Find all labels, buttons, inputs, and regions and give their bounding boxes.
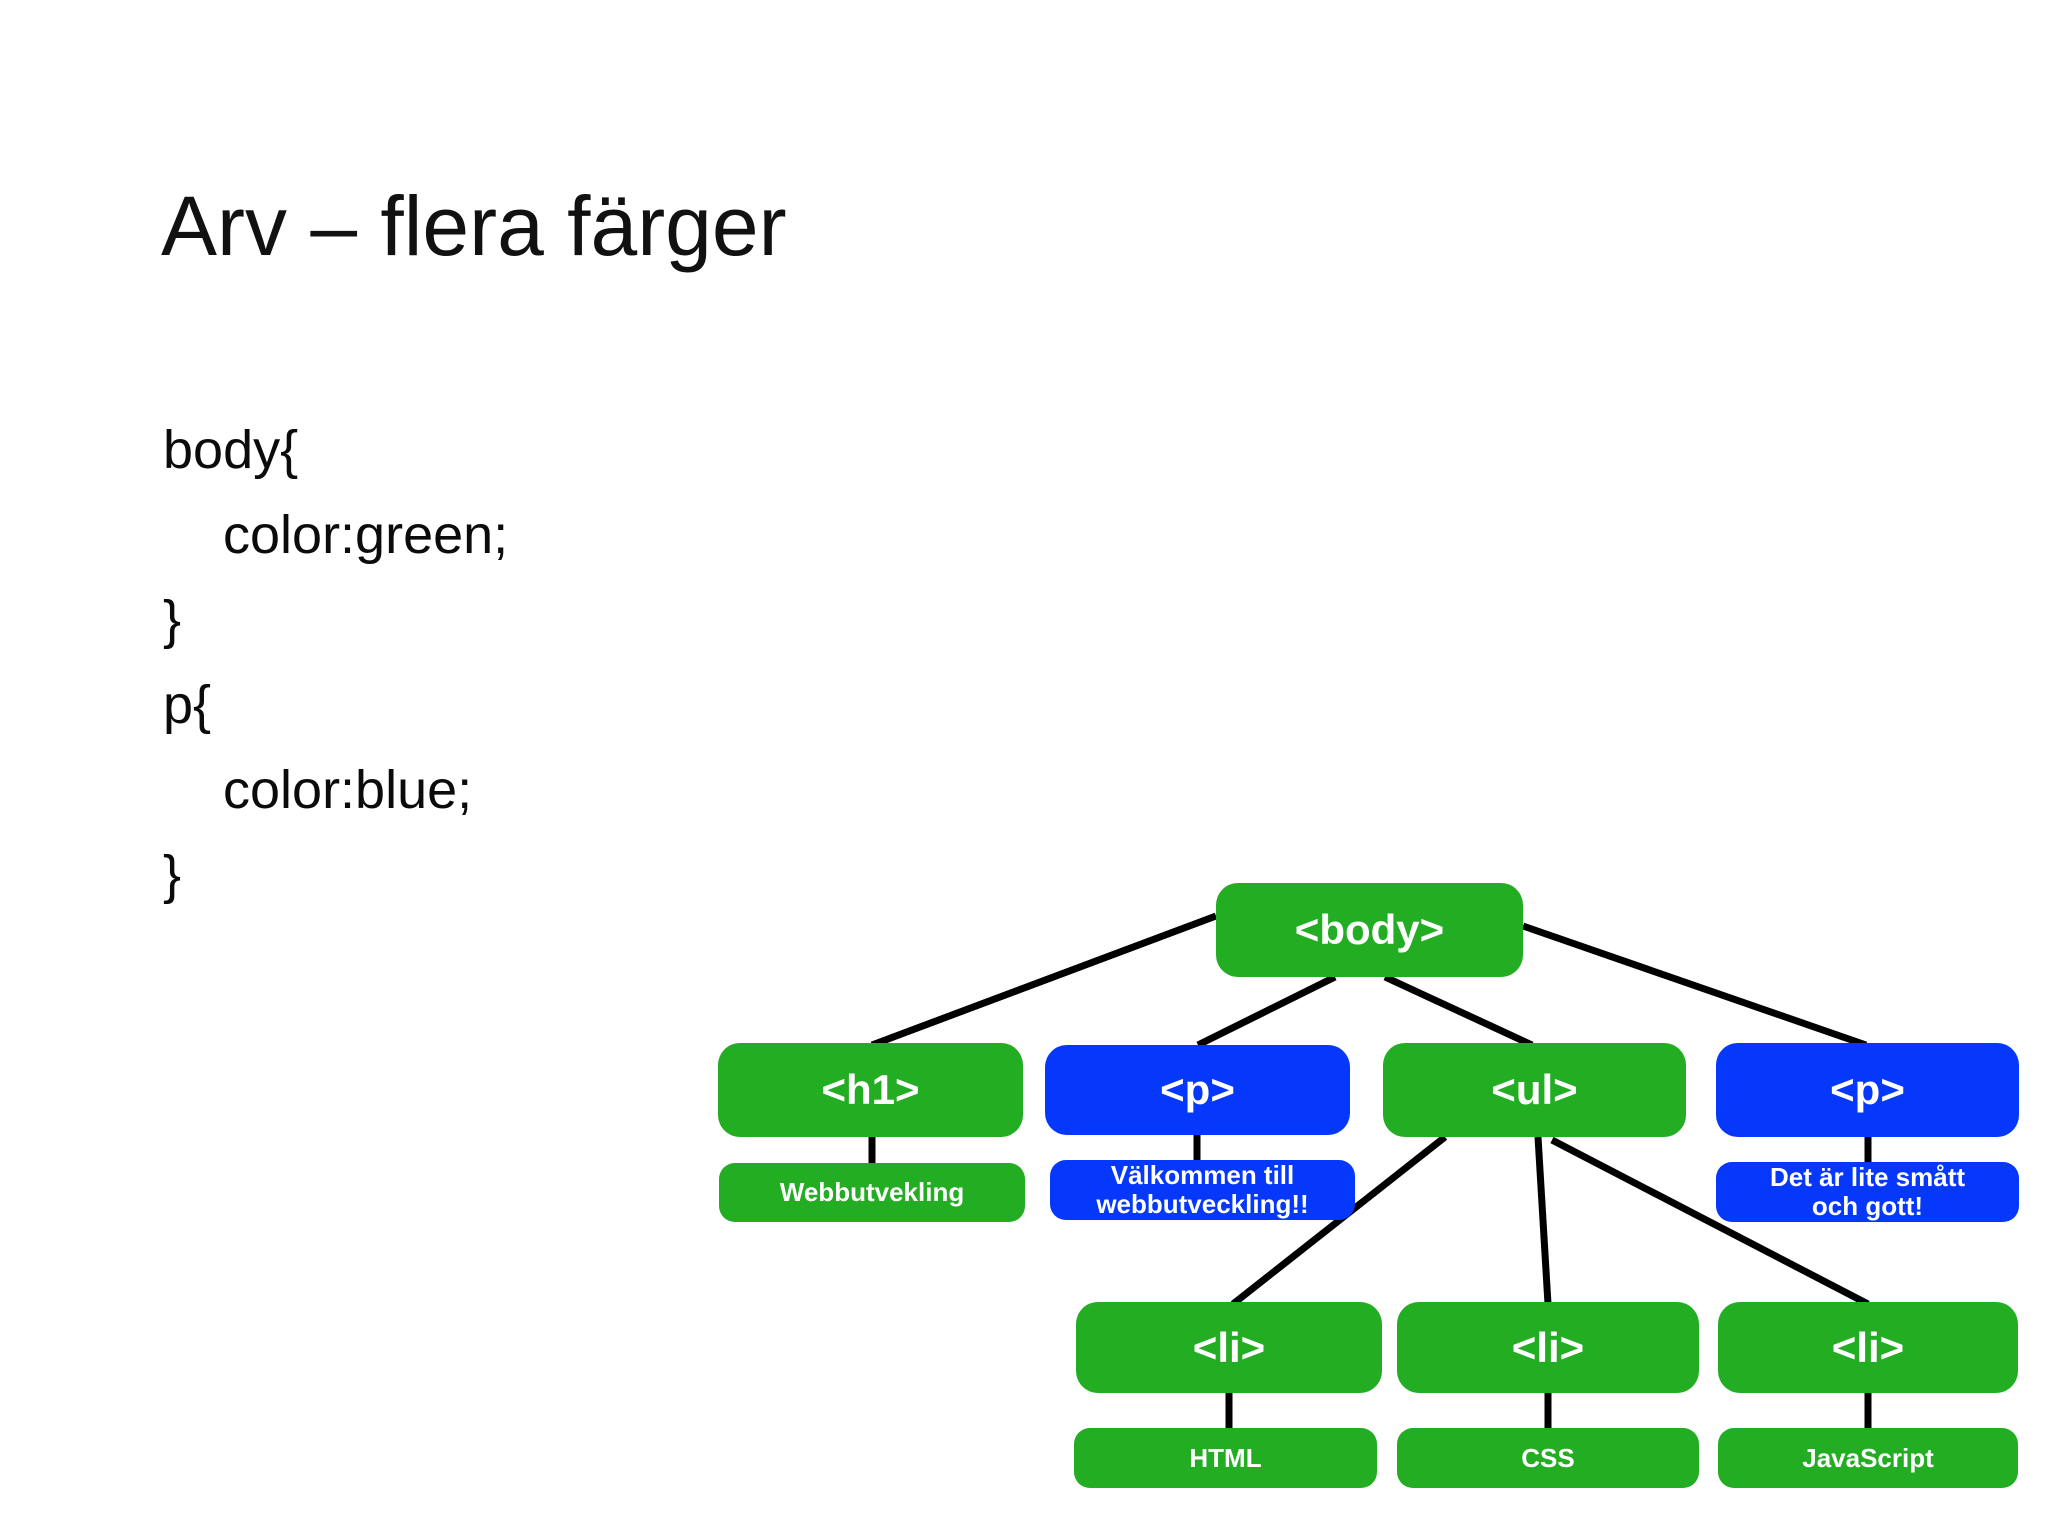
tree-node-p-last-label: <p> <box>1830 1066 1905 1113</box>
tree-node-body: <body> <box>1216 883 1523 977</box>
slide-title: Arv – flera färger <box>161 179 787 273</box>
tree-node-p-first-label: <p> <box>1160 1066 1235 1113</box>
text-node-javascript-label: JavaScript <box>1802 1442 1934 1473</box>
connector-body-p4 <box>1521 922 1868 1049</box>
tree-node-li-1-label: <li> <box>1192 1323 1266 1371</box>
code-line: color:green; <box>163 505 509 565</box>
text-node-det-ar-lite-line2: och gott! <box>1811 1191 1924 1221</box>
text-node-html: HTML <box>1074 1428 1377 1488</box>
text-node-det-ar-lite: Det är lite smått och gott! <box>1716 1162 2019 1222</box>
code-line: } <box>163 845 182 905</box>
tree-node-h1: <h1> <box>718 1043 1023 1137</box>
connector-ul-li3 <box>1550 1136 1870 1308</box>
text-node-webbutvekling-label: Webbutvekling <box>779 1177 965 1207</box>
tree-node-body-label: <body> <box>1294 906 1445 953</box>
tree-node-h1-label: <h1> <box>821 1066 920 1113</box>
text-node-valkommen-line2: webbutveckling!! <box>1096 1189 1309 1219</box>
code-line: } <box>163 590 182 650</box>
text-node-html-label: HTML <box>1189 1442 1262 1473</box>
text-node-valkommen: Välkommen till webbutveckling!! <box>1050 1160 1355 1220</box>
css-code-block: body{ color:green; } p{ color:blue; } <box>163 408 508 918</box>
connector-body-ul <box>1383 973 1534 1049</box>
text-node-javascript: JavaScript <box>1718 1428 2018 1488</box>
connector-ul-li1 <box>1230 1134 1448 1307</box>
text-node-webbutvekling: Webbutvekling <box>719 1163 1025 1222</box>
code-line: color:blue; <box>163 760 473 820</box>
text-node-valkommen-line1: Välkommen till <box>1110 1160 1295 1190</box>
connector-body-h1 <box>870 912 1218 1049</box>
text-node-det-ar-lite-line1: Det är lite smått <box>1769 1162 1966 1192</box>
code-line: body{ <box>163 420 299 480</box>
tree-node-li-3-label: <li> <box>1831 1323 1905 1371</box>
tree-node-li-2-label: <li> <box>1511 1323 1585 1371</box>
tree-node-ul: <ul> <box>1383 1043 1686 1137</box>
text-node-css-label: CSS <box>1521 1442 1575 1473</box>
tree-node-p-last: <p> <box>1716 1043 2019 1137</box>
tree-node-li-1: <li> <box>1076 1302 1382 1393</box>
tree-node-li-3: <li> <box>1718 1302 2018 1393</box>
code-line: p{ <box>163 675 212 735</box>
tree-node-ul-label: <ul> <box>1491 1066 1578 1113</box>
tree-node-li-2: <li> <box>1397 1302 1699 1393</box>
text-node-css: CSS <box>1397 1428 1699 1488</box>
tree-node-p-first: <p> <box>1045 1045 1350 1135</box>
connector-body-p2 <box>1196 973 1337 1049</box>
connector-ul-li2 <box>1534 1136 1552 1305</box>
